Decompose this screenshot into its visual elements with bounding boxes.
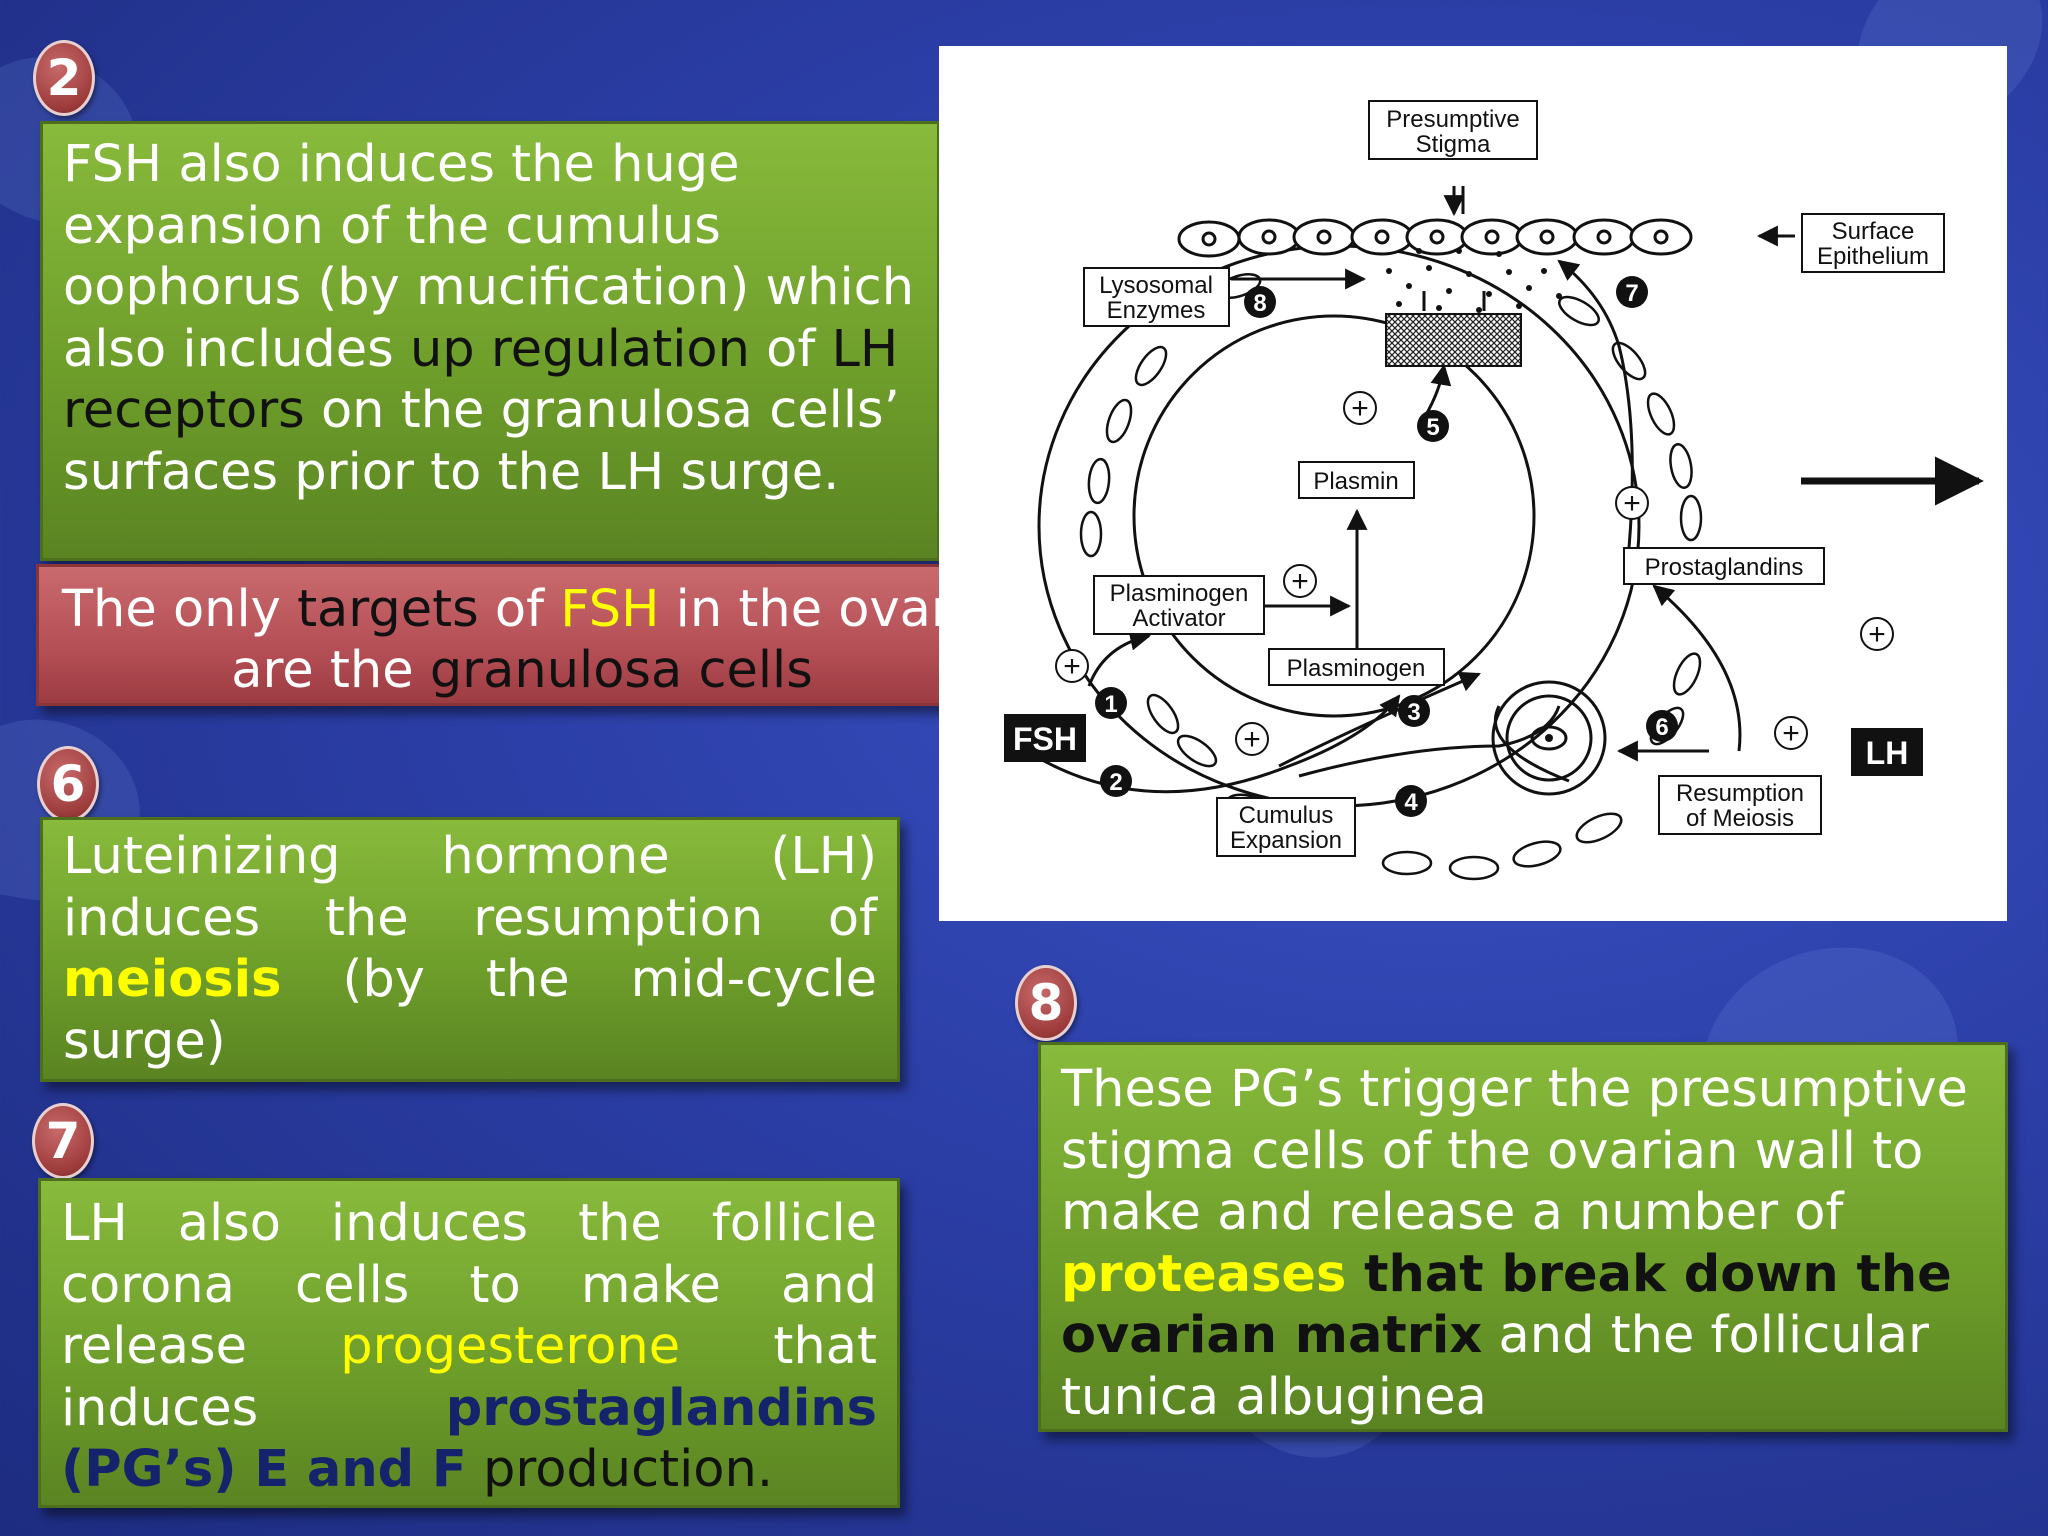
plasminogen-activator-label: Plasminogen Activator <box>1093 575 1265 635</box>
svg-text:LH: LH <box>1866 735 1909 771</box>
svg-text:Enzymes: Enzymes <box>1107 297 1206 324</box>
svg-text:7: 7 <box>1625 280 1638 307</box>
svg-text:Surface: Surface <box>1832 218 1915 245</box>
svg-text:Lysosomal: Lysosomal <box>1099 272 1213 299</box>
svg-text:Plasminogen: Plasminogen <box>1287 655 1426 682</box>
ovulation-diagram: Presumptive Stigma Surface Epithelium Ly… <box>939 46 2007 921</box>
svg-text:Prostaglandins: Prostaglandins <box>1645 554 1804 581</box>
svg-text:8: 8 <box>1253 290 1266 317</box>
enzyme-dots <box>1386 248 1562 313</box>
svg-text:6: 6 <box>1655 714 1668 741</box>
plus-sign: + <box>1243 723 1261 756</box>
step-badge-8: 8 <box>1015 965 1077 1041</box>
plus-signs <box>1055 391 1894 756</box>
plus-sign: + <box>1351 392 1369 425</box>
surface-epithelium-cells <box>1177 218 1693 258</box>
fsh-cumulus-text-box: FSH also induces the huge expansion of t… <box>40 121 940 561</box>
follicle-antrum <box>1132 314 1536 718</box>
svg-text:FSH: FSH <box>1013 721 1077 757</box>
plasminogen-label: Plasminogen <box>1268 648 1445 686</box>
prostaglandins-label: Prostaglandins <box>1623 547 1825 585</box>
pathway-arrows <box>1018 186 1795 794</box>
lysosomal-enzymes-label: Lysosomal Enzymes <box>1083 267 1230 327</box>
svg-text:4: 4 <box>1404 789 1418 816</box>
svg-text:Expansion: Expansion <box>1230 827 1342 854</box>
pg-proteases-text-box: These PG’s trigger the presumptive stigm… <box>1038 1042 2008 1432</box>
step-badge-6: 6 <box>37 746 99 822</box>
svg-text:5: 5 <box>1426 414 1439 441</box>
svg-text:3: 3 <box>1407 699 1420 726</box>
svg-text:Resumption: Resumption <box>1676 780 1804 807</box>
svg-text:1: 1 <box>1104 691 1117 718</box>
surface-epithelium-label: Surface Epithelium <box>1801 213 1945 273</box>
oocyte <box>1491 680 1607 796</box>
pg-proteases-text: These PG’s trigger the presumptive stigm… <box>1061 1060 1968 1427</box>
plus-sign: + <box>1782 717 1800 750</box>
lh-meiosis-text-box: Luteinizing hormone (LH) induces the res… <box>40 817 900 1082</box>
svg-text:Epithelium: Epithelium <box>1817 243 1929 270</box>
resumption-of-meiosis-label: Resumption of Meiosis <box>1658 775 1822 835</box>
plus-sign: + <box>1063 650 1081 683</box>
plus-sign: + <box>1868 618 1886 651</box>
hatched-theca-region <box>1385 313 1522 367</box>
plus-sign: + <box>1291 565 1309 598</box>
svg-text:Plasmin: Plasmin <box>1313 468 1398 495</box>
lh-progesterone-text-box: LH also induces the follicle corona cell… <box>38 1178 900 1508</box>
lh-meiosis-text: Luteinizing hormone (LH) induces the res… <box>63 827 877 1071</box>
presumptive-stigma-label: Presumptive Stigma <box>1368 100 1538 160</box>
svg-text:of Meiosis: of Meiosis <box>1686 805 1794 832</box>
fsh-cumulus-text: FSH also induces the huge expansion of t… <box>63 135 915 502</box>
lh-label: LH <box>1851 728 1923 776</box>
fsh-targets-callout: The only targets of FSH in the ovary are… <box>36 564 1008 706</box>
svg-text:Plasminogen: Plasminogen <box>1110 580 1249 607</box>
svg-text:Presumptive: Presumptive <box>1386 106 1519 133</box>
plus-sign: + <box>1623 487 1641 520</box>
step-badge-7: 7 <box>32 1103 94 1179</box>
svg-text:Stigma: Stigma <box>1416 131 1491 158</box>
cumulus-expansion-label: Cumulus Expansion <box>1216 797 1356 857</box>
svg-text:Activator: Activator <box>1132 605 1225 632</box>
step-number-markers: 1 2 3 4 5 6 7 8 <box>1095 276 1678 817</box>
step-badge-2: 2 <box>33 40 95 116</box>
fsh-label: FSH <box>1004 714 1086 762</box>
svg-text:Cumulus: Cumulus <box>1239 802 1334 829</box>
ovulation-diagram-svg: Presumptive Stigma Surface Epithelium Ly… <box>1004 100 1984 881</box>
svg-text:2: 2 <box>1109 769 1122 796</box>
lh-progesterone-text: LH also induces the follicle corona cell… <box>61 1194 877 1499</box>
plasmin-label: Plasmin <box>1298 461 1415 499</box>
